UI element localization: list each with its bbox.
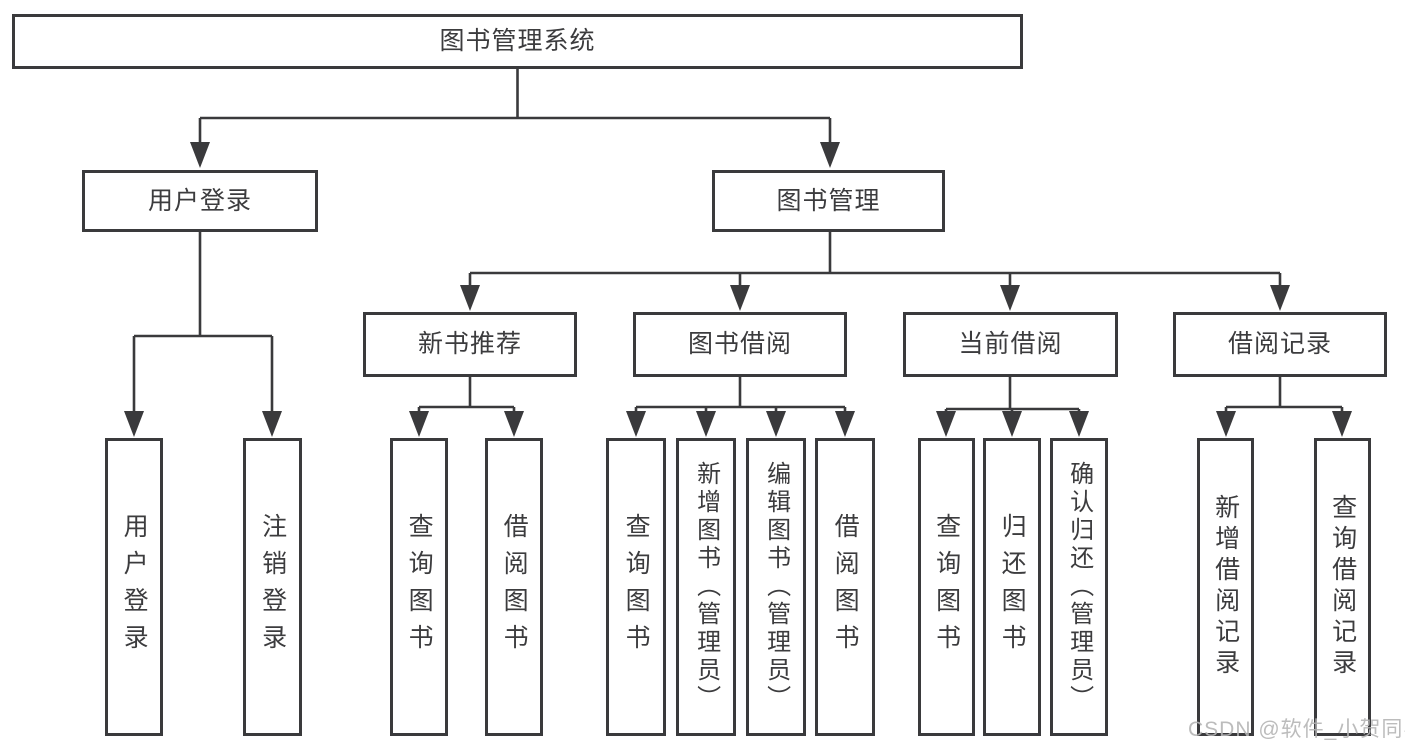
arrowhead [190,142,210,168]
leaf-user-login: 用户登录 [105,438,163,736]
arrowhead [820,142,840,168]
leaf-logout: 注销登录 [243,438,302,736]
node-label: 当前借阅 [958,330,1063,358]
node-user-login: 用户登录 [82,170,318,232]
node-label: 查询图书 [405,513,434,661]
leaf-query-books-newrec: 查询图书 [390,438,448,736]
node-label: 查询图书 [622,513,651,661]
arrowhead [124,411,144,437]
node-book-mgmt: 图书管理 [712,170,945,232]
node-label: 注销登录 [258,513,287,661]
node-label: 归还图书 [998,513,1027,661]
node-label: 图书借阅 [687,330,792,358]
node-label: 图书管理系统 [439,27,596,55]
node-label: 用户登录 [147,186,252,215]
leaf-add-book-admin: 新增图书（管理员） [676,438,736,736]
edge-new-book-rec [417,377,516,414]
arrowhead [262,411,282,437]
node-label: 图书管理 [776,186,881,215]
csdn-watermark: CSDN @软件_小贺同学 [1188,718,1405,741]
arrowhead [409,411,429,437]
node-borrow-records: 借阅记录 [1173,312,1387,377]
leaf-edit-book-admin: 编辑图书（管理员） [746,438,806,736]
arrowhead [936,411,956,437]
leaf-query-books-borrow: 查询图书 [606,438,666,736]
arrowhead [1069,411,1089,437]
leaf-query-borrow-record: 查询借阅记录 [1314,438,1371,736]
arrowheads [124,142,1352,437]
arrowhead [766,411,786,437]
node-root: 图书管理系统 [12,14,1023,69]
arrowhead [626,411,646,437]
edge-book-mgmt [468,232,1282,288]
node-current-borrow: 当前借阅 [903,312,1118,377]
leaf-return-books: 归还图书 [983,438,1041,736]
node-new-book-rec: 新书推荐 [363,312,577,377]
edge-root [198,69,832,146]
node-label: 编辑图书（管理员） [762,461,790,713]
connector-lines [132,69,1344,414]
node-label: 确认归还（管理员） [1065,461,1093,713]
node-label: 借阅图书 [831,513,860,661]
arrowhead [696,411,716,437]
leaf-borrow-books-newrec: 借阅图书 [485,438,543,736]
arrowhead [460,285,480,311]
node-label: 新增借阅记录 [1211,494,1240,680]
node-label: 借阅记录 [1227,330,1332,358]
edge-current-borrow [944,377,1081,414]
node-label: 借阅图书 [500,513,529,661]
arrowhead [835,411,855,437]
node-label: 查询图书 [932,513,961,661]
node-label: 查询借阅记录 [1328,494,1357,680]
node-label: 新书推荐 [417,330,522,358]
leaf-confirm-return-admin: 确认归还（管理员） [1050,438,1108,736]
node-label: 用户登录 [120,513,149,661]
edge-borrow-records [1224,377,1344,414]
node-book-borrow: 图书借阅 [633,312,847,377]
leaf-borrow-books-borrow: 借阅图书 [815,438,875,736]
arrowhead [504,411,524,437]
arrowhead [1270,285,1290,311]
leaf-query-books-current: 查询图书 [918,438,975,736]
arrowhead [730,285,750,311]
node-label: 新增图书（管理员） [692,461,720,713]
edge-user-login [132,232,274,414]
arrowhead [1216,411,1236,437]
arrowhead [1000,285,1020,311]
arrowhead [1332,411,1352,437]
arrowhead [1002,411,1022,437]
leaf-add-borrow-record: 新增借阅记录 [1197,438,1254,736]
edge-book-borrow [634,377,847,414]
